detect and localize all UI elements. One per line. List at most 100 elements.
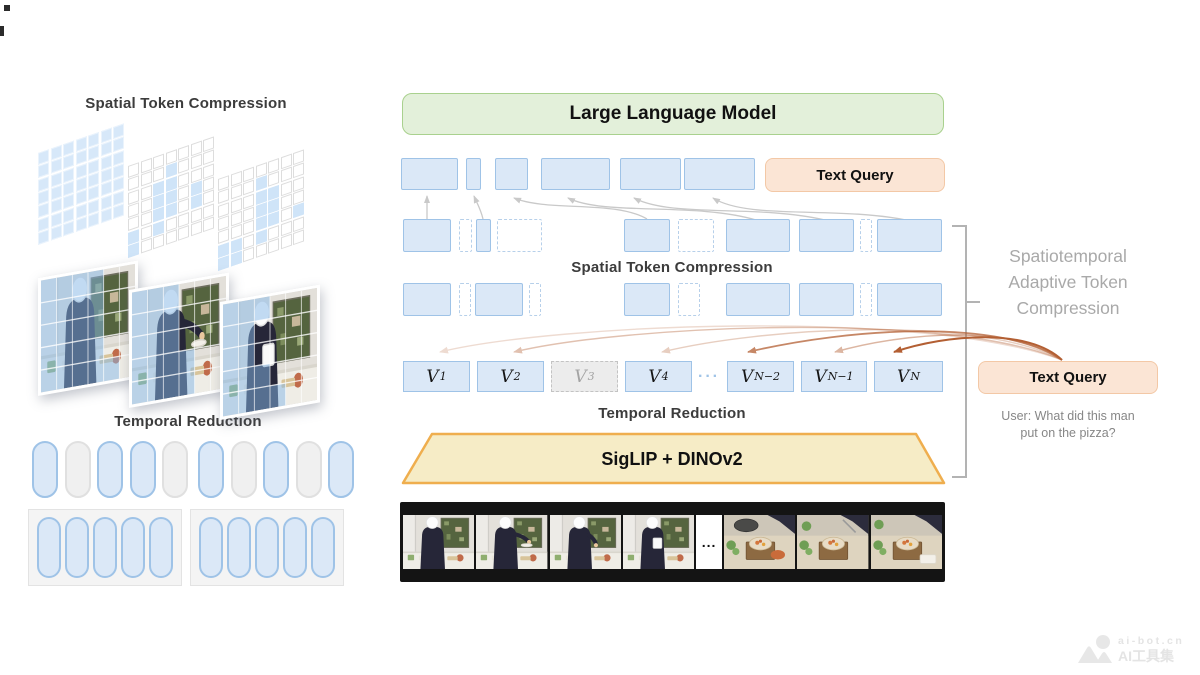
- temporal-pill: [295, 441, 322, 498]
- temporal-pill: [255, 517, 279, 578]
- temporal-pill: [129, 441, 156, 498]
- temporal-pill: [227, 517, 251, 578]
- temporal-pill-box: [190, 509, 344, 586]
- spatial-token: [877, 283, 942, 316]
- spatial-token: [624, 283, 670, 316]
- spatial-token: [726, 283, 790, 316]
- film-frame: [724, 515, 796, 569]
- temporal-pill: [65, 517, 89, 578]
- film-frame: [797, 515, 869, 569]
- llm-input-token: [495, 158, 528, 190]
- temporal-pill: [328, 441, 354, 498]
- film-ellipsis: ...: [696, 515, 723, 569]
- grid-cell: [128, 242, 139, 258]
- temporal-pill: [37, 517, 61, 578]
- token-grid: [38, 123, 124, 245]
- compressed-token: [497, 219, 542, 252]
- watermark-domain: ai-bot.cn: [1118, 635, 1185, 647]
- left-spatial-title: Spatial Token Compression: [85, 95, 287, 112]
- center-temporal-label: Temporal Reduction: [598, 405, 746, 422]
- user-query-line1: User: What did this man: [1001, 409, 1135, 423]
- temporal-pill: [230, 441, 257, 498]
- compressed-token: [459, 219, 472, 252]
- user-query-line2: put on the pizza?: [1020, 426, 1116, 440]
- grid-cell: [293, 229, 304, 246]
- user-query-text: User: What did this man put on the pizza…: [982, 408, 1154, 442]
- grid-cell: [153, 233, 164, 250]
- compressed-token: [624, 219, 670, 252]
- grid-cell: [230, 251, 242, 267]
- grid-cell: [75, 216, 87, 233]
- llm-input-token: [401, 158, 458, 190]
- video-frame: [129, 272, 229, 408]
- temporal-pill: [93, 517, 117, 578]
- frame-grid-overlay: [132, 278, 226, 405]
- closeup-frame-art: [797, 515, 869, 569]
- grid-cell: [255, 242, 267, 259]
- film-frame: [549, 515, 621, 569]
- temporal-pill-group: [198, 441, 354, 498]
- corner-artifact: [4, 5, 10, 11]
- kitchen-frame-art: [549, 515, 621, 569]
- film-strip: ...: [400, 502, 945, 582]
- film-sprockets: [400, 569, 945, 582]
- temporal-pill: [263, 441, 289, 498]
- compressed-token: [476, 219, 491, 252]
- video-frame: [38, 260, 138, 396]
- video-frame: [220, 284, 320, 420]
- grid-cell: [140, 238, 152, 254]
- grid-cell: [50, 225, 62, 241]
- llm-box: Large Language Model: [402, 93, 944, 135]
- temporal-pill: [311, 517, 335, 578]
- grid-cell: [38, 229, 49, 245]
- frame-grid-overlay: [41, 266, 135, 393]
- compressed-token: [726, 219, 790, 252]
- right-label-line3: Compression: [1016, 298, 1120, 318]
- grid-cell: [280, 233, 292, 250]
- text-query-label-right: Text Query: [1029, 369, 1107, 386]
- film-sprockets: [400, 502, 945, 515]
- temporal-pill: [32, 441, 58, 498]
- kitchen-frame-art: [622, 515, 695, 569]
- spatial-token: [678, 283, 700, 316]
- center-spatial-label: Spatial Token Compression: [571, 259, 773, 276]
- watermark-brand: AI工具集: [1118, 648, 1174, 664]
- encoder-label: SigLIP + DINOv2: [601, 449, 743, 469]
- spatial-token: [799, 283, 854, 316]
- grid-cell: [178, 225, 189, 241]
- kitchen-frame-art: [403, 515, 475, 569]
- compressed-token: [799, 219, 854, 252]
- film-frame: [476, 515, 548, 569]
- grid-cell: [218, 255, 229, 271]
- token-grid: [218, 149, 304, 271]
- film-frames: ...: [400, 515, 945, 569]
- film-frame: [622, 515, 695, 569]
- spatial-token: [860, 283, 872, 316]
- grid-cell: [203, 216, 214, 233]
- text-query-label-top: Text Query: [816, 166, 894, 184]
- temporal-pill: [97, 441, 123, 498]
- grid-cell: [243, 246, 254, 263]
- closeup-frame-art: [870, 515, 942, 569]
- v-ellipsis: ···: [698, 368, 720, 385]
- compressed-token: [678, 219, 714, 252]
- text-query-box-right: Text Query: [978, 361, 1158, 394]
- llm-input-token: [620, 158, 681, 190]
- temporal-pill-box: [28, 509, 182, 586]
- right-label-line1: Spatiotemporal: [1009, 246, 1127, 266]
- grid-cell: [268, 238, 279, 254]
- compressed-token: [877, 219, 942, 252]
- film-frame: [870, 515, 942, 569]
- watermark-logo-icon: [1078, 635, 1112, 663]
- grid-cell: [63, 220, 74, 237]
- spatial-token: [403, 283, 451, 316]
- temporal-pill: [199, 517, 223, 578]
- right-bracket-label: Spatiotemporal Adaptive Token Compressio…: [982, 243, 1154, 321]
- temporal-pill: [121, 517, 145, 578]
